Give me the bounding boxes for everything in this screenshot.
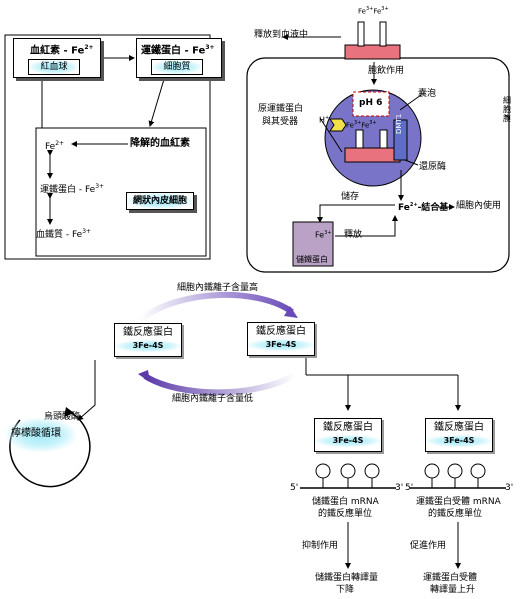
aconitase-label: 烏頭酸酶 [44, 412, 81, 422]
three-prime-right: 3' [505, 483, 514, 493]
hemoglobin-label: 血紅素 - Fe [30, 45, 85, 57]
top-receptor-base [344, 44, 401, 60]
high-iron-label: 細胞內鐵離子含量高 [177, 283, 259, 293]
ire-protein-ferritin: 鐵反應蛋白 3Fe-4S [314, 418, 382, 452]
rbc-box: 紅血球 [28, 59, 80, 75]
fe-binding-label: Fe2+-結合基 [398, 202, 449, 213]
ferritin-box-label: 儲鐵蛋白 [296, 255, 328, 264]
ferritin-fe-label: 血鐵質 - Fe3+ [36, 228, 92, 240]
tfr-translation-1: 運鐵蛋白受體 [423, 573, 478, 583]
fe-in-label: Fe3+Fe3+ [346, 120, 377, 130]
ph-label: pH 6 [359, 98, 383, 108]
ire-cluster-ferritin: 3Fe-4S [315, 435, 381, 447]
reticulo-box-label: 網狀內皮細胞 [126, 192, 194, 210]
promotion-label: 促進作用 [410, 541, 447, 551]
intracellular-use-label: 細胞內使用 [456, 201, 502, 211]
ph-box [352, 91, 390, 117]
ferritin-box [292, 221, 334, 267]
dmt1-bar [393, 119, 408, 161]
inhibition-label: 抑制作用 [302, 541, 339, 551]
release-label: 釋放 [344, 230, 363, 240]
arrow-cyto-to-degraded [148, 75, 166, 127]
release-to-blood: 釋放到血液中 [254, 30, 309, 40]
tfr-mrna-1: 運鐵蛋白受體 mRNA [416, 497, 501, 507]
endosome-label: 囊泡 [418, 89, 437, 99]
high-iron-arc [138, 291, 294, 323]
receptor-label-2: 與其受器 [262, 117, 299, 127]
transferrin-box: 運鐵蛋白 - Fe3+ 細胞質 [136, 38, 222, 78]
low-iron-label: 細胞內鐵離子含量低 [172, 394, 254, 404]
fe2-label: Fe2+ [45, 140, 65, 152]
ferritin-mrna-1: 儲鐵蛋白 mRNA [312, 497, 379, 507]
five-prime-right: 5' [405, 483, 414, 493]
ire-protein-right: 鐵反應蛋白 3Fe-4S [247, 322, 315, 356]
transferrin-label: 運鐵蛋白 - Fe [141, 45, 206, 57]
three-prime-left: 3' [395, 483, 404, 493]
cytoplasm-box: 細胞質 [151, 59, 203, 75]
left-panel-frame [4, 34, 211, 260]
degraded-hb-label: 降解的血紅素 [130, 138, 190, 149]
ire-cluster-tfr: 3Fe-4S [426, 435, 492, 447]
ire-protein-left: 鐵反應蛋白 3Fe-4S [114, 323, 182, 357]
dmt1-label: DMT1 [395, 113, 403, 134]
ferritin-translation-1: 儲鐵蛋白轉譯量 [315, 573, 379, 583]
citric-cycle-label: 檸檬酸循環 [11, 428, 61, 439]
low-iron-arc [143, 372, 297, 396]
ferritin-mrna-2: 的鐵反應單位 [318, 509, 373, 519]
ire-protein-tfr: 鐵反應蛋白 3Fe-4S [425, 418, 493, 452]
ferritin-translation-2: 下降 [336, 585, 355, 595]
hemoglobin-box: 血紅素 - Fe2+ 紅血球 [13, 38, 101, 78]
h-plus-label: H+ [319, 115, 330, 125]
ire-cluster-left: 3Fe-4S [115, 340, 181, 352]
rbc-label: 紅血球 [40, 62, 68, 72]
cytoplasm-label: 細胞質 [163, 62, 191, 72]
reductase-label: 還原酶 [419, 162, 447, 172]
cell-membrane-label: 細胞膜 [503, 96, 511, 123]
fe-ferritin-label: Fe3+ [315, 230, 332, 240]
ire-cluster-right: 3Fe-4S [248, 339, 314, 351]
fe-top-label: Fe3+Fe3+ [358, 6, 389, 16]
tfr-mrna-2: 的鐵反應單位 [428, 509, 483, 519]
five-prime-left: 5' [290, 483, 299, 493]
tfr-translation-2: 轉譯量上升 [430, 585, 476, 595]
reticulo-box [35, 127, 207, 257]
citric-glow [6, 418, 76, 452]
storage-label: 儲存 [341, 192, 360, 202]
transferrin2-label: 運鐵蛋白 - Fe3+ [40, 183, 105, 195]
receptor-label-1: 原運鐵蛋白 [258, 104, 304, 114]
endocytosis-label: 胞飲作用 [368, 66, 405, 76]
